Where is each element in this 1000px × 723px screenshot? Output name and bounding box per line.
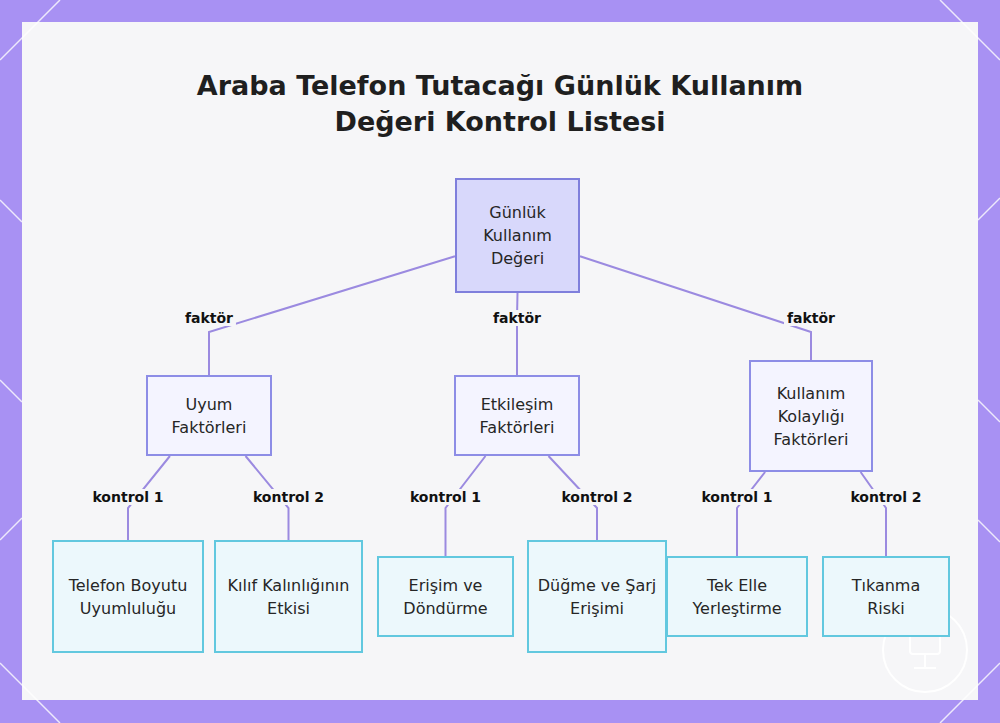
node-box: Kullanım Kolaylığı Faktörleri (749, 360, 873, 472)
node-box: Erişim ve Döndürme (377, 556, 514, 637)
connector (209, 256, 455, 375)
node-text: Düğme ve Şarj Erişimi (537, 574, 657, 620)
node-box: Telefon Boyutu Uyumluluğu (52, 540, 204, 653)
edge-label: kontrol 1 (698, 489, 775, 505)
node-box: Tıkanma Riski (822, 556, 950, 637)
node-box: Tek Elle Yerleştirme (666, 556, 808, 637)
node-box: Kılıf Kalınlığının Etkisi (214, 540, 363, 653)
node-text-group: Etkileşim Faktörleri (464, 393, 570, 439)
node-text-group: Uyum Faktörleri (156, 393, 262, 439)
node-text: Uyum Faktörleri (156, 393, 262, 439)
connector (737, 472, 765, 556)
edge-label: kontrol 2 (558, 489, 635, 505)
node-text: Kullanım Kolaylığı Faktörleri (759, 382, 863, 451)
edge-label: faktör (182, 310, 236, 326)
connector (861, 472, 886, 556)
edge-label: kontrol 2 (250, 489, 327, 505)
diagram-title: Araba Telefon Tutacağı Günlük Kullanım D… (150, 68, 850, 140)
edge-label: faktör (784, 310, 838, 326)
connector (517, 293, 519, 375)
node-text-group: Günlük Kullanım Değeri (465, 201, 570, 270)
node-text-group: Kılıf Kalınlığının Etkisi (224, 574, 353, 620)
connector (580, 256, 811, 360)
node-text-group: Erişim ve Döndürme (387, 574, 504, 620)
node-text: Kılıf Kalınlığının Etkisi (224, 574, 353, 620)
node-text: Günlük Kullanım Değeri (465, 201, 570, 270)
node-text-group: Tek Elle Yerleştirme (676, 574, 798, 620)
connector (446, 456, 486, 556)
edge-label: kontrol 1 (407, 489, 484, 505)
node-box: Uyum Faktörleri (146, 375, 272, 456)
edge-label: faktör (490, 310, 544, 326)
node-text: Etkileşim Faktörleri (464, 393, 570, 439)
node-text-group: Telefon Boyutu Uyumluluğu (62, 574, 194, 620)
node-text: Erişim ve Döndürme (387, 574, 504, 620)
node-box: Günlük Kullanım Değeri (455, 178, 580, 293)
node-text-group: Tıkanma Riski (832, 574, 940, 620)
node-text-group: Düğme ve Şarj Erişimi (537, 574, 657, 620)
node-text: Telefon Boyutu Uyumluluğu (62, 574, 194, 620)
node-text: Tek Elle Yerleştirme (676, 574, 798, 620)
node-box: Etkileşim Faktörleri (454, 375, 580, 456)
edge-label: kontrol 1 (89, 489, 166, 505)
edge-label: kontrol 2 (847, 489, 924, 505)
node-text-group: Kullanım Kolaylığı Faktörleri (759, 382, 863, 451)
node-text: Tıkanma Riski (832, 574, 940, 620)
node-box: Düğme ve Şarj Erişimi (527, 540, 667, 653)
